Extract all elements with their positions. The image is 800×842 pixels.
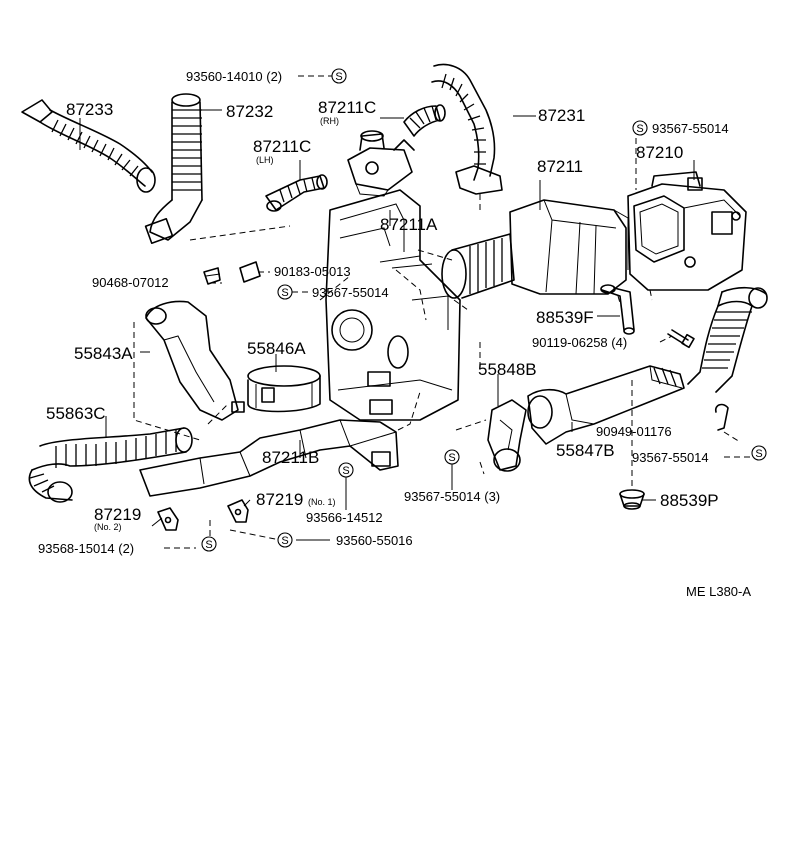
label-55847B: 55847B (556, 441, 615, 460)
clip-90468-07012 (203, 267, 221, 285)
label-87232: 87232 (226, 102, 273, 121)
label-88539P: 88539P (660, 491, 719, 510)
diagram-reference-code: ME L380-A (686, 584, 751, 599)
label-no2: (No. 2) (94, 522, 122, 532)
label-rh: (RH) (320, 116, 339, 126)
label-90183-05013: 90183-05013 (274, 264, 351, 279)
label-87233: 87233 (66, 100, 113, 119)
label-87231: 87231 (538, 106, 585, 125)
label-90119-06258: 90119-06258 (4) (532, 335, 627, 350)
evaporator-case-87210 (627, 171, 747, 291)
label-no1: (No. 1) (308, 497, 336, 507)
label-87211A: 87211A (380, 215, 438, 234)
label-87210: 87210 (636, 143, 683, 162)
hose-right-duct (687, 286, 768, 393)
hose-87233 (21, 99, 156, 193)
bracket-87219-no2 (157, 507, 179, 531)
s-symbol-text: S (755, 448, 762, 460)
label-93567-55014-top: 93567-55014 (652, 121, 729, 136)
drain-tube-88539F (600, 284, 635, 335)
label-90949-01176: 90949-01176 (596, 424, 672, 439)
duct-55843A (145, 300, 245, 421)
s-symbol-text: S (281, 287, 288, 299)
grommet-88539P (619, 489, 645, 510)
s-symbol-text: S (636, 123, 643, 135)
label-93567-55014-3: 93567-55014 (3) (404, 489, 500, 504)
label-87211C-lh: 87211C (253, 137, 311, 156)
s-symbol-text: S (335, 71, 342, 83)
bolt-90119-06258 (667, 329, 695, 349)
elbow-87211C-lh (265, 174, 328, 212)
duct-55847B (527, 365, 685, 445)
s-symbol-93566-14512: S (338, 462, 354, 478)
leader-lines (79, 75, 752, 549)
label-93560-55016: 93560-55016 (336, 533, 413, 548)
label-55863C: 55863C (46, 404, 106, 423)
valve-body-87211A (347, 130, 415, 197)
label-55843A: 55843A (74, 344, 133, 363)
label-93566-14512: 93566-14512 (306, 510, 383, 525)
label-93567-55014-mid: 93567-55014 (312, 285, 389, 300)
s-symbol-93560-14010: S (331, 68, 347, 84)
label-87211B: 87211B (262, 448, 319, 467)
duct-87232 (144, 93, 203, 245)
label-88539F: 88539F (536, 308, 594, 327)
label-87219-no1: 87219 (256, 490, 303, 509)
s-symbol-93567-55014-tr: S (632, 120, 648, 136)
s-symbol-93567-55014-mid: S (277, 284, 293, 300)
s-symbol-93568-15014: S (201, 536, 217, 552)
duct-87211B (139, 419, 399, 497)
s-symbol-93560-55016: S (277, 532, 293, 548)
label-87211C-rh: 87211C (318, 98, 376, 117)
label-87211: 87211 (537, 157, 583, 176)
hose-55863C (28, 427, 193, 503)
label-93560-14010: 93560-14010 (2) (186, 69, 282, 84)
s-symbol-93567-55014-r: S (751, 445, 767, 461)
aspirator-55846A (247, 365, 321, 413)
s-symbol-93567-55014-3: S (444, 449, 460, 465)
s-symbol-text: S (281, 535, 288, 547)
label-93567-55014-right: 93567-55014 (632, 450, 709, 465)
bracket-87219-no1 (227, 499, 249, 523)
label-87219-no2: 87219 (94, 505, 141, 524)
hose-87231 (431, 63, 503, 195)
label-93568-15014: 93568-15014 (2) (38, 541, 134, 556)
label-lh: (LH) (256, 155, 274, 165)
duct-55848B (487, 399, 527, 472)
blower-case-87211 (441, 199, 629, 299)
clip-90183-05013 (239, 261, 261, 283)
heater-unit-housing (325, 189, 461, 421)
s-symbol-text: S (205, 539, 212, 551)
clip-90949-01176 (714, 403, 729, 431)
elbow-87211C-rh (403, 104, 446, 137)
label-55848B: 55848B (478, 360, 537, 379)
label-90468-07012: 90468-07012 (92, 275, 169, 290)
s-symbol-text: S (448, 452, 455, 464)
label-55846A: 55846A (247, 339, 306, 358)
s-symbol-text: S (342, 465, 349, 477)
